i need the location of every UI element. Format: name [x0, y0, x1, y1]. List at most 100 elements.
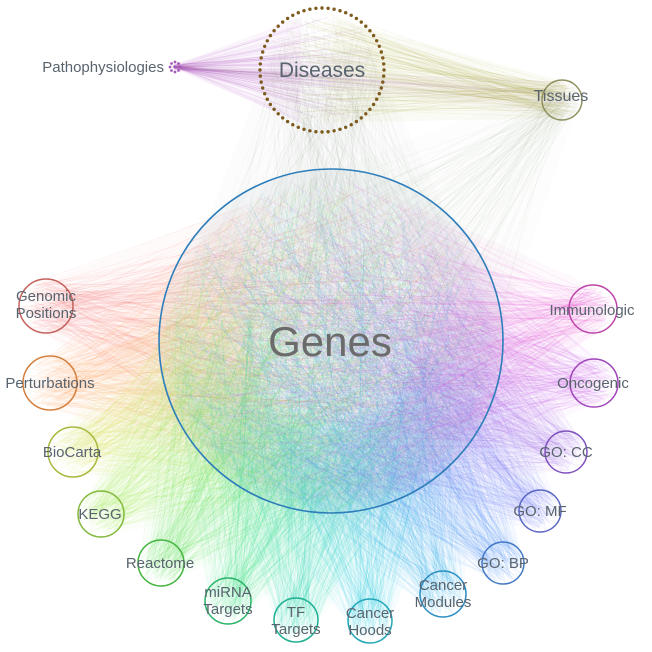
label-reactome: Reactome	[126, 555, 194, 572]
node-reactome[interactable]	[137, 539, 185, 587]
diseases-ring-dot	[302, 9, 306, 13]
diseases-ring-dot	[326, 6, 330, 10]
diseases-ring-dot	[268, 33, 273, 38]
node-cancer_modules[interactable]	[419, 570, 467, 618]
cluster-dot	[170, 69, 173, 72]
diseases-ring-dot	[332, 7, 336, 11]
diseases-ring-dot	[354, 16, 359, 21]
diseases-ring-dot	[326, 130, 330, 134]
diseases-ring-dot	[381, 80, 385, 84]
diseases-ring-dot	[261, 86, 265, 90]
edge-fans	[21, 11, 617, 640]
label-go_bp: GO: BP	[477, 555, 529, 572]
node-biocarta[interactable]	[47, 426, 99, 478]
diseases-ring-dot	[371, 102, 376, 107]
edge-fan-tf_targets-genes	[176, 177, 492, 640]
cluster-dot	[173, 60, 177, 64]
node-tissues[interactable]	[541, 79, 583, 121]
edge-fan-pathophysiologies-diseases	[171, 16, 379, 126]
label-diseases: Diseases	[279, 59, 365, 82]
label-pathophysiologies: Pathophysiologies	[42, 59, 164, 76]
diseases-ring-dot	[344, 125, 348, 129]
node-pathophysiologies[interactable]	[168, 60, 182, 74]
edge-fan-oncogenic-genes	[171, 178, 617, 502]
cluster-dot	[177, 62, 180, 65]
node-cancer_hoods[interactable]	[347, 598, 393, 644]
label-tissues: Tissues	[534, 88, 589, 105]
label-biocarta: BioCarta	[43, 444, 102, 461]
diseases-ring-dot	[281, 20, 285, 24]
diseases-ring-dot	[359, 116, 363, 120]
diseases-ring-dot	[285, 119, 290, 124]
diseases-ring-dot	[375, 39, 379, 43]
node-go_mf[interactable]	[518, 489, 562, 533]
edge-fan-diseases-genes	[174, 12, 492, 501]
diseases-ring-dot	[349, 13, 353, 17]
node-tf_targets[interactable]	[273, 597, 319, 643]
edge-fan-go_bp-genes	[171, 186, 524, 584]
diseases-ring-dot	[265, 39, 269, 43]
node-oncogenic[interactable]	[569, 358, 619, 408]
diseases-ring-dot	[377, 44, 381, 48]
diseases-ring-dot	[265, 97, 269, 101]
diseases-ring-dot	[268, 102, 273, 107]
node-kegg[interactable]	[77, 490, 125, 538]
diseases-ring-dot	[364, 112, 368, 116]
diseases-ring-dot	[382, 74, 386, 78]
label-immunologic: Immunologic	[549, 302, 635, 319]
cluster-dot	[177, 69, 180, 72]
label-oncogenic: Oncogenic	[557, 375, 629, 392]
diseases-ring-dot	[379, 50, 383, 54]
label-kegg: KEGG	[78, 506, 121, 523]
edge-fan-go_cc-genes	[168, 180, 586, 501]
edge-wash-pathophysiologies-diseases	[174, 16, 302, 123]
node-diseases[interactable]	[258, 6, 386, 134]
edge-fan-go_mf-genes	[176, 192, 560, 530]
node-genomic_positions[interactable]	[18, 278, 74, 334]
node-genes[interactable]	[158, 168, 504, 514]
node-go_cc[interactable]	[544, 430, 588, 474]
edge-wash-diseases-tissues	[322, 19, 567, 123]
diseases-ring-dot	[349, 123, 353, 127]
diseases-ring-dot	[308, 129, 312, 133]
node-immunologic[interactable]	[568, 284, 618, 334]
diseases-ring-dot	[263, 44, 267, 48]
node-go_bp[interactable]	[481, 541, 525, 585]
diseases-ring-dot	[272, 29, 276, 33]
diseases-ring-dot	[382, 68, 386, 72]
diseases-ring-dot	[258, 68, 262, 72]
diseases-ring-dot	[258, 62, 262, 66]
node-perturbations[interactable]	[22, 355, 78, 411]
diseases-ring-dot	[381, 56, 385, 60]
diseases-ring-dot	[314, 130, 318, 134]
label-go_cc: GO: CC	[539, 444, 593, 461]
edge-fan-diseases-tissues	[263, 11, 581, 123]
diseases-ring-dot	[259, 56, 263, 60]
cluster-dot	[170, 62, 173, 65]
diseases-ring-dot	[296, 125, 300, 129]
diseases-ring-dot	[375, 97, 379, 101]
edge-fan-biocarta-genes	[49, 178, 488, 506]
node-mirna_targets[interactable]	[204, 577, 252, 625]
diseases-ring-dot	[332, 129, 336, 133]
diseases-ring-dot	[338, 9, 342, 13]
diseases-ring-dot	[258, 74, 262, 78]
diseases-ring-dot	[359, 20, 363, 24]
diseases-ring-dot	[276, 112, 280, 116]
edge-fan-pathophysiologies-tissues	[172, 64, 580, 115]
label-genes: Genes	[268, 318, 392, 365]
diseases-ring-dot	[261, 50, 265, 54]
diseases-ring-dot	[344, 11, 348, 15]
genes-circle-fill	[159, 169, 503, 513]
diseases-ring-dot	[285, 16, 290, 21]
edge-fan-cancer_hoods-genes	[170, 187, 492, 640]
cluster-dot	[173, 65, 177, 69]
diseases-ring-dot	[308, 7, 312, 11]
